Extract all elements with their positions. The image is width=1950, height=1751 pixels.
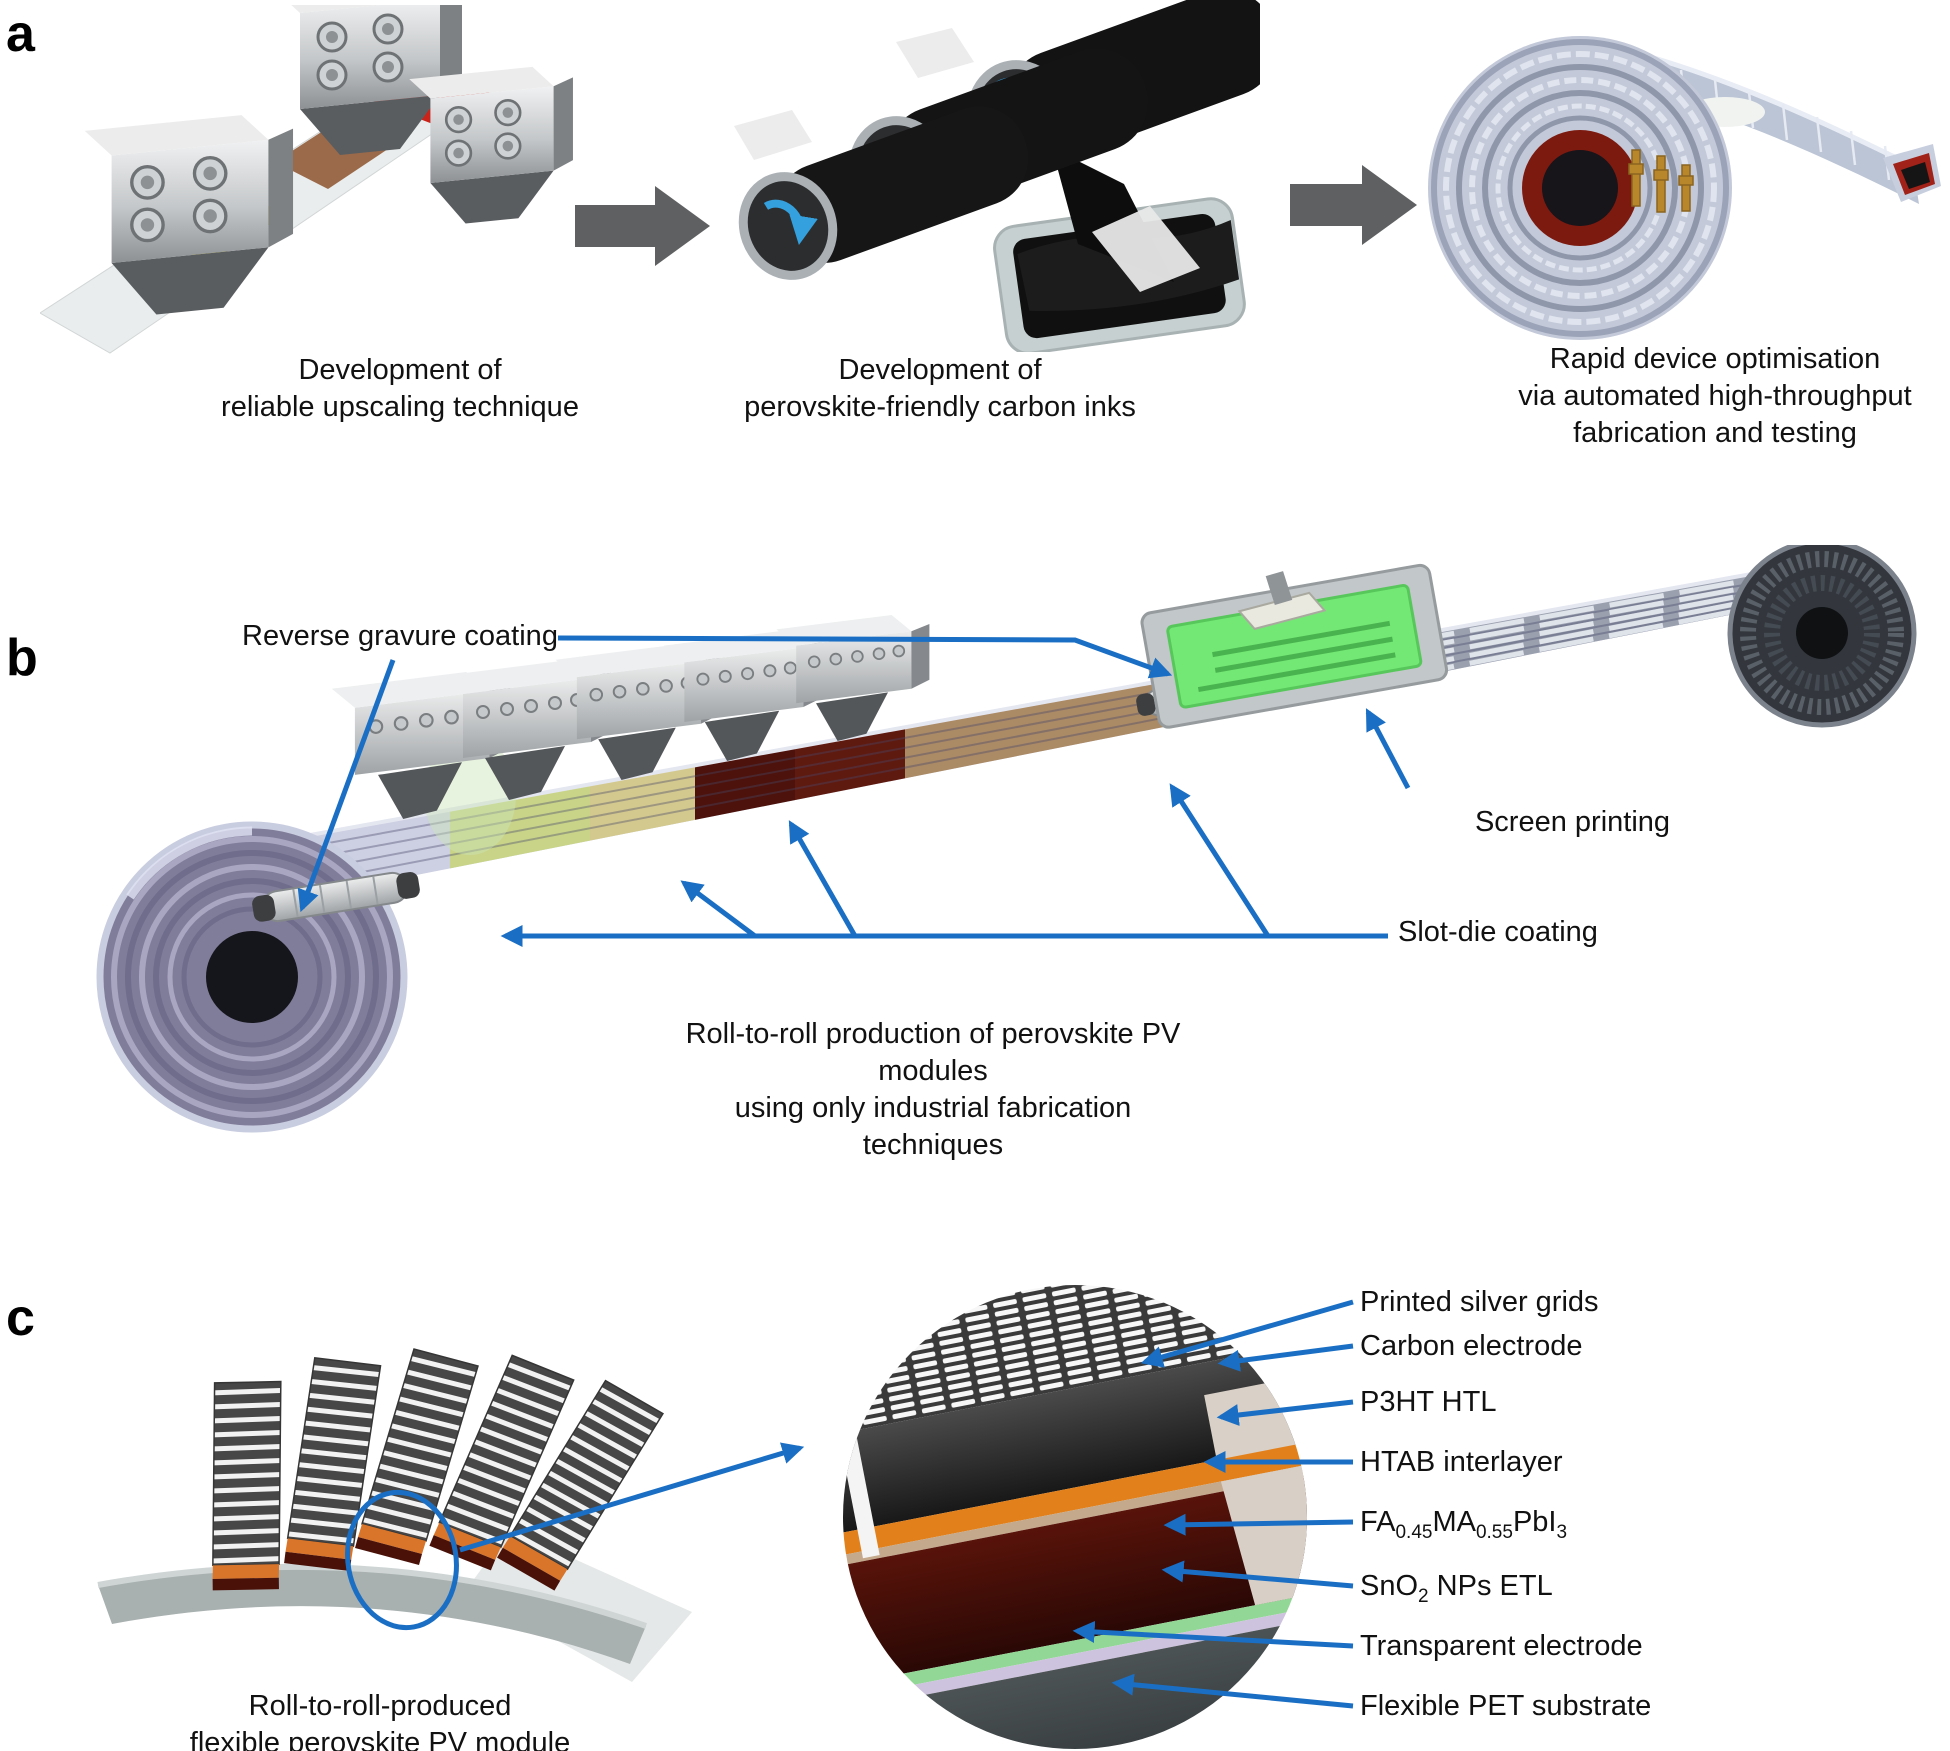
caption-upscaling: Development of reliable upscaling techni… [221,354,579,423]
flow-arrow-icon [575,186,710,266]
label-carbon-electrode: Carbon electrode [1360,1330,1583,1362]
label-screen-printing: Screen printing [1474,806,1671,838]
caption-roll-to-roll: Roll-to-roll production of perovskite PV… [685,1018,1181,1161]
illustration-upscaling-slot-die [40,5,580,360]
label-printed-silver-grids: Printed silver grids [1360,1286,1599,1318]
illustration-carbon-ink-mill [700,0,1260,352]
guide-plate [1092,206,1200,292]
contact-pins [1628,149,1694,213]
label-transparent-electrode: Transparent electrode [1360,1630,1643,1662]
label-flexible-pet: Flexible PET substrate [1360,1690,1652,1722]
device-roll [1428,36,1732,340]
unwind-roll [96,821,408,1133]
guide-plate [734,110,812,160]
takeup-roll [1727,545,1917,728]
illustration-flexible-module [80,1290,700,1690]
caption-rapid-optimisation: Rapid device optimisation via automated … [1518,343,1912,449]
side-face [1204,1349,1307,1464]
ink-tub [993,197,1246,352]
panel-letter-a: a [6,5,35,63]
screen-printer [1140,563,1449,729]
panel-letter-c: c [6,1289,35,1347]
illustration-device-roll [1385,0,1945,348]
label-sno2-etl: SnO2 NPs ETL [1360,1570,1553,1607]
label-slot-die: Slot-die coating [1398,916,1598,948]
guide-plate [896,28,974,78]
mill-roller [738,106,1029,280]
caption-carbon-inks: Development of perovskite-friendly carbo… [744,354,1136,423]
p3ht-layer [843,1414,1307,1581]
panel-letter-b: b [6,629,38,687]
label-reverse-gravure: Reverse gravure coating [242,620,558,652]
label-p3ht-htl: P3HT HTL [1360,1386,1497,1418]
rotation-arrow-icon [763,199,818,245]
illustration-roll-to-roll-line [0,545,1950,1135]
cell-gap [843,1285,880,1559]
label-perovskite-formula: FA0.45MA0.55PbI3 [1360,1506,1568,1543]
caption-flexible-module: Roll-to-roll-produced flexible perovskit… [189,1690,571,1751]
slot-die-head [775,614,931,742]
perovskite-side-face [1220,1435,1307,1606]
illustration-layer-cross-section [795,1272,1355,1751]
slot-die-head [407,65,575,225]
silver-grid-modules [1399,574,1767,680]
label-htab-interlayer: HTAB interlayer [1360,1446,1563,1478]
